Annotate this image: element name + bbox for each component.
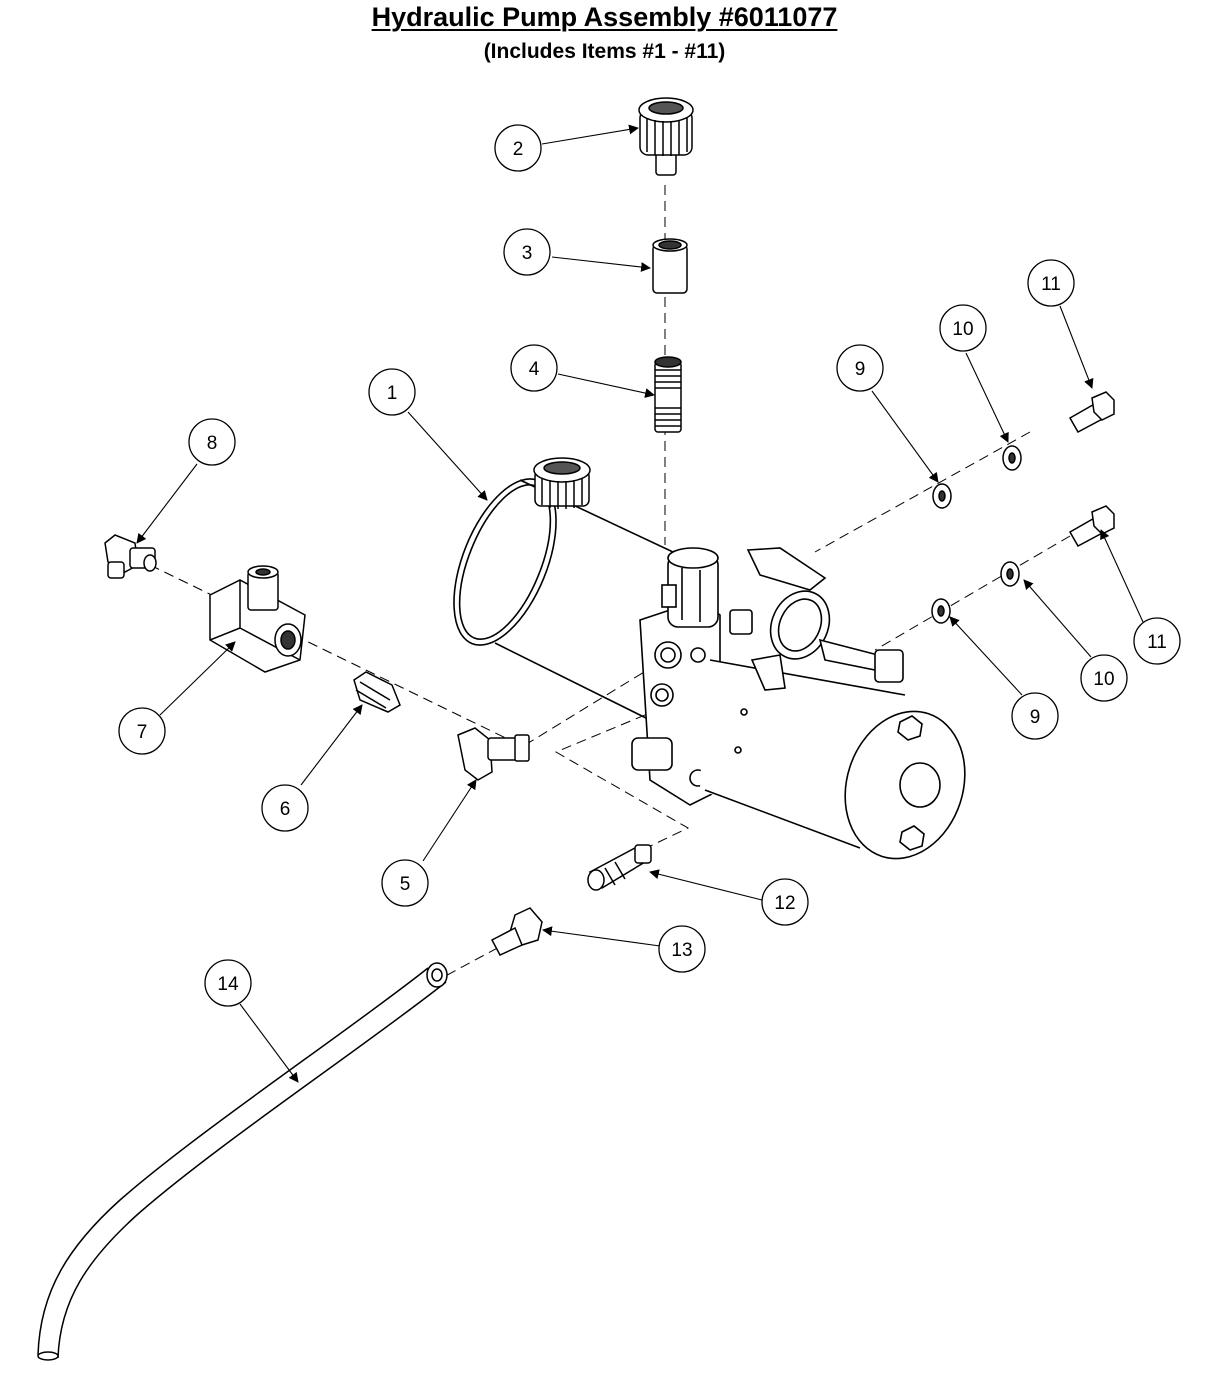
part-14-suction-hose — [37, 962, 448, 1361]
part-2-breather-cap — [638, 97, 694, 176]
callout-1: 1 — [368, 368, 416, 416]
part-10-lockwasher-upper — [1002, 445, 1022, 471]
callout-11-upper-label: 11 — [1041, 274, 1061, 295]
callout-3: 3 — [503, 228, 551, 276]
callout-3-label: 3 — [522, 243, 533, 264]
callout-bubbles: 1 2 3 4 5 6 7 8 9 9 10 10 11 11 12 13 14 — [118, 124, 1181, 1007]
callout-2-label: 2 — [513, 139, 524, 160]
callout-9-lower-label: 9 — [1030, 707, 1041, 728]
callout-12-label: 12 — [774, 893, 795, 914]
part-10-lockwasher-lower — [1000, 561, 1020, 587]
callout-8: 8 — [188, 418, 236, 466]
callout-leader-lines — [136, 124, 1144, 1083]
electric-motor — [700, 547, 966, 860]
callout-14: 14 — [204, 959, 252, 1007]
callout-2: 2 — [494, 124, 542, 172]
callout-7-label: 7 — [137, 722, 148, 743]
callout-4: 4 — [510, 344, 558, 392]
part-13-hose-barb — [490, 907, 543, 956]
part-5-elbow-fitting — [457, 727, 530, 781]
callout-6-label: 6 — [280, 799, 291, 820]
callout-11-lower-label: 11 — [1147, 632, 1167, 653]
callout-10-lower-label: 10 — [1093, 669, 1114, 690]
part-7-valve-tee — [209, 565, 306, 673]
callout-11-lower: 11 — [1133, 617, 1181, 665]
callout-13-label: 13 — [671, 940, 692, 961]
diagram-title: Hydraulic Pump Assembly #6011077 — [371, 2, 838, 32]
part-11-bolt-lower — [1068, 505, 1115, 548]
callout-12: 12 — [761, 878, 809, 926]
part-6-hex-nipple — [353, 671, 401, 713]
callout-1-label: 1 — [387, 383, 398, 404]
tank-fill-cap — [533, 457, 591, 509]
callout-4-label: 4 — [529, 359, 540, 380]
callout-6: 6 — [261, 784, 309, 832]
part-9-washer-upper — [932, 483, 952, 509]
callout-9-lower: 9 — [1011, 692, 1059, 740]
callout-8-label: 8 — [207, 433, 218, 454]
callout-7: 7 — [118, 707, 166, 755]
callout-10-upper: 10 — [939, 304, 987, 352]
callout-5-label: 5 — [400, 874, 411, 895]
callout-9-upper: 9 — [836, 344, 884, 392]
callout-10-upper-label: 10 — [952, 319, 973, 340]
callout-10-lower: 10 — [1080, 654, 1128, 702]
part-12-suction-filter — [587, 844, 652, 891]
callout-5: 5 — [381, 859, 429, 907]
callout-9-upper-label: 9 — [855, 359, 866, 380]
part-4-pipe-nipple — [654, 356, 682, 433]
part-3-coupling — [652, 238, 688, 294]
callout-11-upper: 11 — [1027, 259, 1075, 307]
part-8-street-elbow — [104, 534, 157, 579]
callout-13: 13 — [658, 925, 706, 973]
callout-14-label: 14 — [217, 974, 239, 995]
part-9-washer-lower — [931, 598, 951, 624]
pump-manifold-block — [631, 547, 721, 806]
diagram-subtitle: (Includes Items #1 - #11) — [483, 40, 726, 63]
part-11-bolt-upper — [1068, 391, 1115, 434]
